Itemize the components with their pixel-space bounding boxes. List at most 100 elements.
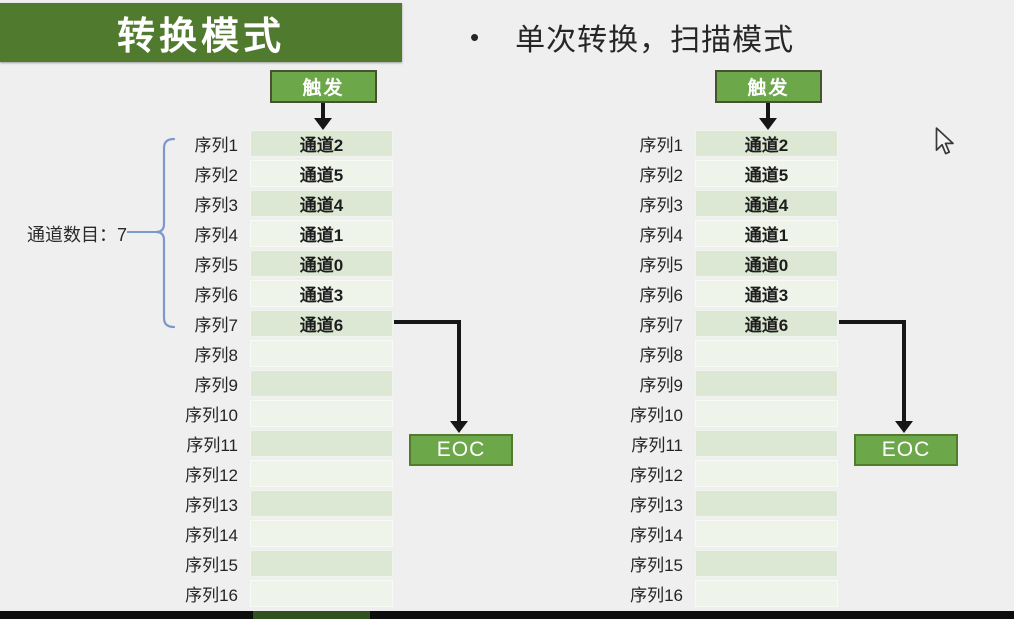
channel-cell: 通道1 [250, 220, 393, 247]
sequence-row: 序列9 [605, 370, 838, 397]
video-progress-fill [253, 611, 370, 619]
trigger-box-left: 触发 [270, 70, 377, 103]
sequence-label: 序列1 [639, 136, 683, 155]
sequence-label: 序列3 [194, 196, 238, 215]
sequence-row: 序列16 [605, 580, 838, 607]
channel-cell: 通道4 [250, 190, 393, 217]
sequence-label: 序列5 [639, 256, 683, 275]
bullet-text: 单次转换，扫描模式 [515, 24, 795, 57]
sequence-label: 序列13 [185, 496, 238, 515]
sequence-label: 序列7 [639, 316, 683, 335]
eoc-arrow-vline-left [457, 320, 461, 422]
trigger-arrow-line-left [321, 103, 325, 120]
sequence-label: 序列10 [630, 406, 683, 425]
sequence-row: 序列8 [160, 340, 393, 367]
sequence-label: 序列15 [630, 556, 683, 575]
channel-cell: 通道0 [250, 250, 393, 277]
trigger-arrow-head-right [759, 118, 777, 130]
sequence-row: 序列4 通道1 [160, 220, 393, 247]
sequence-label: 序列7 [194, 316, 238, 335]
channel-cell [695, 520, 838, 547]
sequence-row: 序列4 通道1 [605, 220, 838, 247]
sequence-row: 序列3 通道4 [605, 190, 838, 217]
eoc-arrow-hline-right [839, 320, 906, 324]
sequence-label: 序列8 [194, 346, 238, 365]
sequence-row: 序列13 [605, 490, 838, 517]
sequence-label: 序列10 [185, 406, 238, 425]
sequence-row: 序列2 通道5 [160, 160, 393, 187]
sequence-row: 序列6 通道3 [605, 280, 838, 307]
channel-cell: 通道6 [250, 310, 393, 337]
sequence-row: 序列12 [160, 460, 393, 487]
channel-cell: 通道2 [250, 130, 393, 157]
sequence-row: 序列14 [605, 520, 838, 547]
sequence-label: 序列11 [631, 436, 683, 455]
sequence-row: 序列1 通道2 [160, 130, 393, 157]
sequence-label: 序列9 [639, 376, 683, 395]
sequence-label: 序列16 [185, 586, 238, 605]
bullet-line: • 单次转换，扫描模式 [470, 15, 794, 59]
sequence-row: 序列9 [160, 370, 393, 397]
bullet-marker: • [470, 21, 480, 52]
channel-cell: 通道5 [250, 160, 393, 187]
channel-cell [250, 490, 393, 517]
sequence-label: 序列16 [630, 586, 683, 605]
channel-cell [250, 520, 393, 547]
channel-cell [250, 370, 393, 397]
trigger-arrow-head-left [314, 118, 332, 130]
sequence-row: 序列7 通道6 [605, 310, 838, 337]
sequence-label: 序列4 [639, 226, 683, 245]
sequence-row: 序列13 [160, 490, 393, 517]
sequence-row: 序列10 [605, 400, 838, 427]
channel-cell [695, 430, 838, 457]
channel-cell: 通道4 [695, 190, 838, 217]
eoc-label: EOC [881, 438, 931, 461]
channel-cell [250, 460, 393, 487]
sequence-row: 序列1 通道2 [605, 130, 838, 157]
sequence-table-right: 序列1 通道2 序列2 通道5 序列3 通道4 序列4 通道1 序列5 通道0 … [605, 130, 838, 610]
video-progress-bar[interactable] [0, 611, 1014, 619]
channel-cell [250, 340, 393, 367]
sequence-row: 序列15 [160, 550, 393, 577]
sequence-label: 序列2 [639, 166, 683, 185]
sequence-label: 序列11 [186, 436, 238, 455]
sequence-row: 序列6 通道3 [160, 280, 393, 307]
channel-cell [695, 490, 838, 517]
channel-cell [250, 580, 393, 607]
eoc-arrow-head-left [450, 421, 468, 433]
trigger-arrow-line-right [766, 103, 770, 120]
trigger-label: 触发 [302, 78, 345, 99]
eoc-box-right: EOC [854, 434, 958, 466]
sequence-label: 序列12 [185, 466, 238, 485]
sequence-label: 序列13 [630, 496, 683, 515]
sequence-row: 序列16 [160, 580, 393, 607]
title-banner: 转换模式 [0, 3, 402, 62]
channel-cell: 通道3 [250, 280, 393, 307]
sequence-label: 序列2 [194, 166, 238, 185]
eoc-arrow-vline-right [902, 320, 906, 422]
sequence-row: 序列10 [160, 400, 393, 427]
eoc-arrow-hline-left [394, 320, 461, 324]
eoc-label: EOC [436, 438, 486, 461]
eoc-arrow-head-right [895, 421, 913, 433]
channel-cell: 通道1 [695, 220, 838, 247]
sequence-row: 序列5 通道0 [605, 250, 838, 277]
brace-icon [155, 137, 176, 329]
sequence-label: 序列12 [630, 466, 683, 485]
channel-cell: 通道5 [695, 160, 838, 187]
sequence-label: 序列8 [639, 346, 683, 365]
sequence-row: 序列2 通道5 [605, 160, 838, 187]
channel-cell: 通道2 [695, 130, 838, 157]
sequence-row: 序列3 通道4 [160, 190, 393, 217]
sequence-label: 序列9 [194, 376, 238, 395]
channel-cell: 通道3 [695, 280, 838, 307]
brace-connector-line [127, 231, 157, 233]
sequence-label: 序列14 [630, 526, 683, 545]
sequence-label: 序列6 [639, 286, 683, 305]
channel-cell [695, 400, 838, 427]
channel-count-label: 通道数目：7 [26, 225, 127, 245]
trigger-label: 触发 [747, 78, 790, 99]
sequence-label: 序列5 [194, 256, 238, 275]
channel-cell: 通道0 [695, 250, 838, 277]
